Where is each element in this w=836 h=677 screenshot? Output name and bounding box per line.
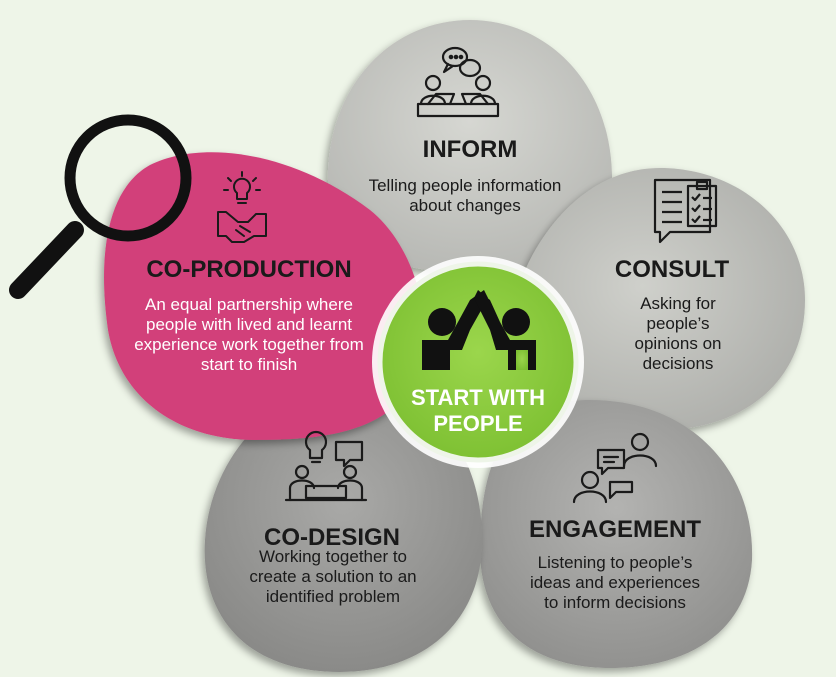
high-five-icon [422,290,536,370]
meeting-chat-icon [416,46,500,118]
codesign-title: CO-DESIGN [263,524,400,551]
consult-title: CONSULT [614,256,730,283]
codesign-description: Working together to create a solution to… [249,547,417,606]
handshake-idea-icon [217,171,267,243]
center-label: START WITH PEOPLE [388,385,568,437]
engagement-description: Listening to people’s ideas and experien… [529,553,701,612]
coproduction-title: CO-PRODUCTION [146,256,352,283]
petal-codesign [204,388,483,672]
magnifying-glass-icon [9,114,192,299]
conversation-icon [572,432,658,504]
petal-engagement [480,400,753,668]
center-label-line1: START WITH [410,385,545,410]
center-circle [372,256,584,468]
petal-inform [327,20,613,273]
checklist-document-icon [653,178,718,244]
team-idea-icon [284,430,368,502]
inform-title: INFORM [422,136,518,163]
inform-description: Telling people information about changes [368,176,562,215]
petal-coproduction [104,152,425,440]
center-label-line2: PEOPLE [433,411,523,436]
engagement-title: ENGAGEMENT [528,516,701,543]
consult-description: Asking for people’s opinions on decision… [634,294,722,373]
coproduction-description: An equal partnership where people with l… [134,295,364,374]
